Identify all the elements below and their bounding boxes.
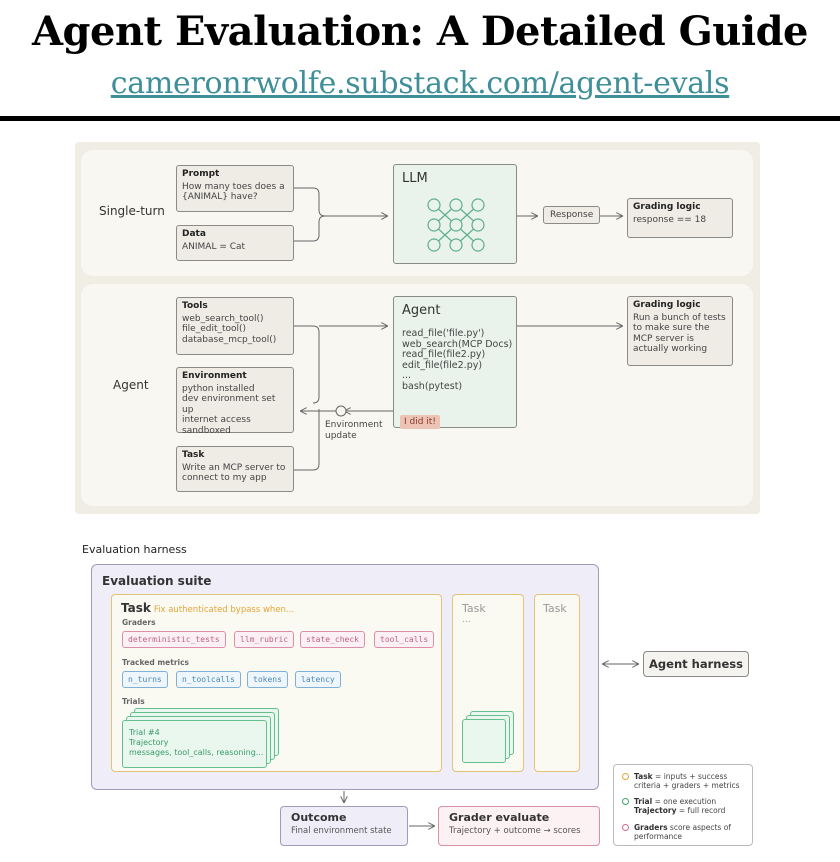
metric-chip: n_toolcalls xyxy=(176,671,241,688)
response-box: Response xyxy=(543,206,601,224)
legend-task-text: Task = inputs + success criteria + grade… xyxy=(634,772,740,790)
tools-title: Tools xyxy=(182,301,208,311)
task-description: Fix authenticated bypass when... xyxy=(153,605,295,615)
data-body: ANIMAL = Cat xyxy=(182,241,246,252)
legend: Task = inputs + success criteria + grade… xyxy=(613,764,753,846)
outcome-sub: Final environment state xyxy=(291,826,392,836)
metrics-label: Tracked metrics xyxy=(122,658,190,667)
task-card-heading: Task xyxy=(121,601,151,615)
data-box: Data ANIMAL = Cat xyxy=(176,225,294,261)
task-card-3: Task xyxy=(534,594,580,772)
grader-chip: deterministic_tests xyxy=(122,631,226,648)
trial-card-small xyxy=(462,719,506,763)
divider xyxy=(0,116,840,121)
task-title: Task xyxy=(182,450,205,460)
data-title: Data xyxy=(182,229,206,239)
metric-chip: tokens xyxy=(247,671,288,688)
grading-logic-agent: Grading logic Run a bunch of tests to ma… xyxy=(627,296,733,366)
grader-chip: state_check xyxy=(300,631,365,648)
prompt-body: How many toes does a {ANIMAL} have? xyxy=(182,181,285,203)
grading-agent-body: Run a bunch of tests to make sure the MC… xyxy=(633,312,726,355)
agent-box: Agent read_file('file.py') web_search(MC… xyxy=(393,296,517,429)
trial-legend-marker xyxy=(622,798,629,805)
prompt-title: Prompt xyxy=(182,169,220,179)
neural-network-icon xyxy=(427,198,485,252)
prompt-box: Prompt How many toes does a {ANIMAL} hav… xyxy=(176,165,294,212)
connector-arrows xyxy=(294,187,760,471)
environment-body: python installed dev environment set up … xyxy=(182,383,276,436)
agent-label: Agent xyxy=(113,378,149,392)
tools-body: web_search_tool() file_edit_tool() datab… xyxy=(182,313,277,345)
task-body: Write an MCP server to connect to my app xyxy=(182,462,286,484)
task-card-3-title: Task xyxy=(543,602,567,615)
task-legend-marker xyxy=(622,773,629,780)
single-turn-label: Single-turn xyxy=(99,204,165,218)
grader-sub: Trajectory + outcome → scores xyxy=(449,826,581,836)
metric-chip: latency xyxy=(295,671,341,688)
suite-title: Evaluation suite xyxy=(102,574,212,588)
tools-box: Tools web_search_tool() file_edit_tool()… xyxy=(176,297,294,355)
grading-agent-title: Grading logic xyxy=(633,300,701,310)
grading-single-title: Grading logic xyxy=(633,202,701,212)
trial-text: Trial #4 Trajectory messages, tool_calls… xyxy=(129,728,263,758)
legend-item-graders: Graders score aspects of performance xyxy=(622,823,752,841)
trial-card: Trial #4 Trajectory messages, tool_calls… xyxy=(122,720,267,768)
trial-trajectory: Trajectory xyxy=(129,738,169,747)
trial-name: Trial #4 xyxy=(129,728,160,737)
grader-chip: llm_rubric xyxy=(234,631,295,648)
graders-legend-marker xyxy=(622,824,629,831)
page-title: Agent Evaluation: A Detailed Guide xyxy=(32,8,809,55)
agent-done-badge: I did it! xyxy=(400,415,440,429)
agent-title: Agent xyxy=(402,303,441,318)
agent-harness-box: Agent harness xyxy=(643,651,749,677)
task-card-2-ellipsis: ... xyxy=(462,615,471,625)
task-card-2-title: Task xyxy=(462,602,486,615)
metric-chip: n_turns xyxy=(122,671,168,688)
task-card-2: Task ... xyxy=(452,594,524,772)
outcome-title: Outcome xyxy=(291,811,347,824)
grader-evaluate-box: Grader evaluate Trajectory + outcome → s… xyxy=(438,806,600,846)
task-box: Task Write an MCP server to connect to m… xyxy=(176,446,294,492)
environment-update-label: Environment update xyxy=(325,420,383,441)
trial-detail: messages, tool_calls, reasoning... xyxy=(129,748,264,757)
evaluation-harness-label: Evaluation harness xyxy=(82,543,187,556)
llm-box: LLM xyxy=(393,164,517,264)
legend-graders-text: Graders score aspects of performance xyxy=(634,823,731,841)
legend-item-task: Task = inputs + success criteria + grade… xyxy=(622,772,752,790)
environment-box: Environment python installed dev environ… xyxy=(176,367,294,436)
grading-logic-single: Grading logic response == 18 xyxy=(627,198,733,238)
single-vs-agent-diagram: Single-turn Prompt How many toes does a … xyxy=(75,142,760,514)
llm-title: LLM xyxy=(402,171,428,186)
graders-label: Graders xyxy=(122,618,156,627)
environment-title: Environment xyxy=(182,371,247,381)
article-link[interactable]: cameronrwolfe.substack.com/agent-evals xyxy=(110,66,730,101)
agent-trace: read_file('file.py') web_search(MCP Docs… xyxy=(402,328,513,392)
outcome-box: Outcome Final environment state xyxy=(280,806,408,846)
grader-title: Grader evaluate xyxy=(449,811,550,824)
grader-chip: tool_calls xyxy=(374,631,435,648)
grading-single-body: response == 18 xyxy=(633,214,707,225)
trials-label: Trials xyxy=(122,697,145,706)
